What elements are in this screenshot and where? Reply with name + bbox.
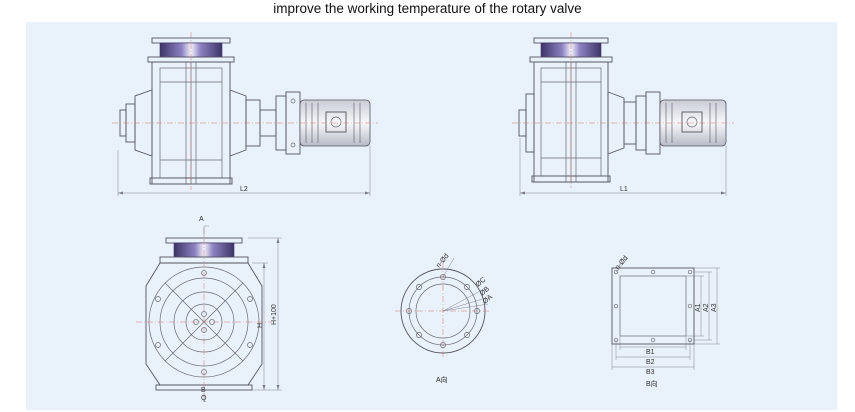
view-a-flange — [395, 257, 491, 359]
section-marker-q: Q — [201, 395, 207, 402]
drawing-sheet — [26, 22, 837, 410]
front-view-l1 — [512, 32, 734, 196]
front-view-l2 — [112, 32, 378, 196]
dim-label-a2: A2 — [703, 303, 710, 312]
view-a-caption: A向 — [436, 375, 448, 384]
dim-label-l2: L2 — [240, 186, 248, 193]
section-marker-a: A — [199, 216, 204, 223]
dim-label-b1: B1 — [646, 349, 655, 356]
side-view — [136, 225, 282, 402]
section-marker-b: B — [201, 387, 206, 394]
dim-label-h100: H+100 — [271, 304, 278, 325]
dim-label-b2: B2 — [646, 359, 655, 366]
dim-label-a1: A1 — [695, 303, 702, 312]
dim-label-h: H — [257, 323, 264, 328]
view-b-flange — [611, 257, 720, 370]
dim-label-a3: A3 — [711, 303, 718, 312]
caption-title: improve the working temperature of the r… — [273, 1, 582, 16]
dim-label-b3: B3 — [646, 369, 655, 376]
dim-label-l1: L1 — [620, 186, 628, 193]
view-b-caption: B向 — [646, 379, 658, 388]
label-nd-b: n-Ød — [614, 255, 629, 272]
